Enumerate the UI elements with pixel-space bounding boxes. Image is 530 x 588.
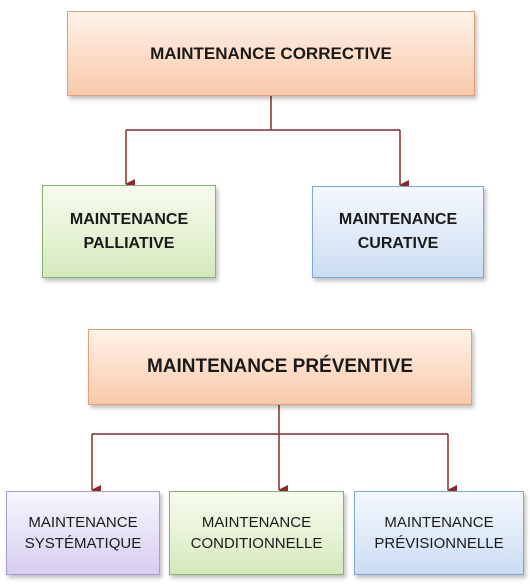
systematique-line1: MAINTENANCE: [28, 514, 138, 531]
previsionnelle-line1: MAINTENANCE: [384, 514, 494, 531]
corrective-root-box: MAINTENANCE CORRECTIVE: [67, 11, 475, 96]
palliative-line2: PALLIATIVE: [83, 234, 175, 252]
preventive-root-box: MAINTENANCE PRÉVENTIVE: [88, 329, 472, 405]
curative-box: MAINTENANCE CURATIVE: [312, 186, 484, 278]
conditionnelle-line1: MAINTENANCE: [201, 514, 312, 531]
systematique-box: MAINTENANCE SYSTÉMATIQUE: [6, 491, 160, 575]
previsionnelle-line2: PRÉVISIONNELLE: [374, 535, 504, 552]
systematique-line2: SYSTÉMATIQUE: [24, 535, 142, 552]
conditionnelle-box: MAINTENANCE CONDITIONNELLE: [169, 491, 344, 575]
preventive-title: MAINTENANCE PRÉVENTIVE: [146, 356, 414, 377]
corrective-title: MAINTENANCE CORRECTIVE: [150, 43, 392, 63]
palliative-box: MAINTENANCE PALLIATIVE: [42, 185, 216, 278]
conditionnelle-line2: CONDITIONNELLE: [190, 535, 323, 552]
palliative-line1: MAINTENANCE: [69, 210, 189, 228]
previsionnelle-box: MAINTENANCE PRÉVISIONNELLE: [354, 491, 524, 575]
curative-line2: CURATIVE: [357, 235, 439, 252]
curative-line1: MAINTENANCE: [338, 211, 458, 228]
